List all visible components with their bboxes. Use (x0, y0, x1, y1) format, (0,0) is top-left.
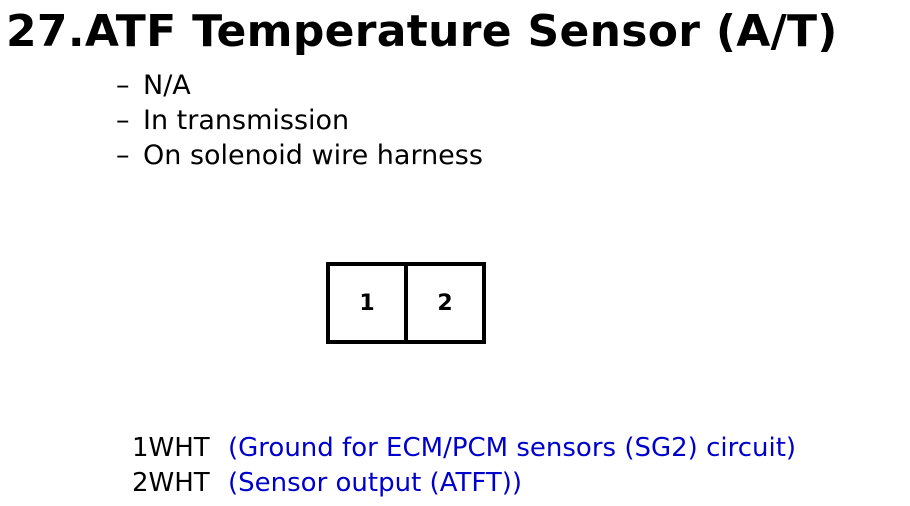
connector-diagram: 1 2 (326, 262, 486, 344)
page-title: 27.ATF Temperature Sensor (A/T) (6, 6, 838, 57)
location-item: –In transmission (116, 103, 483, 138)
location-text: In transmission (143, 105, 350, 136)
location-list: –N/A –In transmission –On solenoid wire … (116, 68, 483, 173)
location-text: On solenoid wire harness (143, 140, 483, 171)
bullet-dash: – (116, 70, 130, 101)
wire-description: (Ground for ECM/PCM sensors (SG2) circui… (228, 433, 797, 463)
wire-description: (Sensor output (ATFT)) (228, 468, 523, 498)
wiring-row: 1WHT (Ground for ECM/PCM sensors (SG2) ci… (132, 431, 796, 466)
bullet-dash: – (116, 140, 130, 171)
wiring-row: 2WHT (Sensor output (ATFT)) (132, 466, 796, 501)
wire-code: 2WHT (132, 468, 210, 498)
wiring-legend: 1WHT (Ground for ECM/PCM sensors (SG2) ci… (132, 431, 796, 501)
location-item: –N/A (116, 68, 483, 103)
location-item: –On solenoid wire harness (116, 138, 483, 173)
connector-pin-1: 1 (359, 290, 375, 316)
wire-code: 1WHT (132, 433, 210, 463)
location-text: N/A (143, 70, 191, 101)
connector-pin-2: 2 (404, 266, 482, 340)
bullet-dash: – (116, 105, 130, 136)
